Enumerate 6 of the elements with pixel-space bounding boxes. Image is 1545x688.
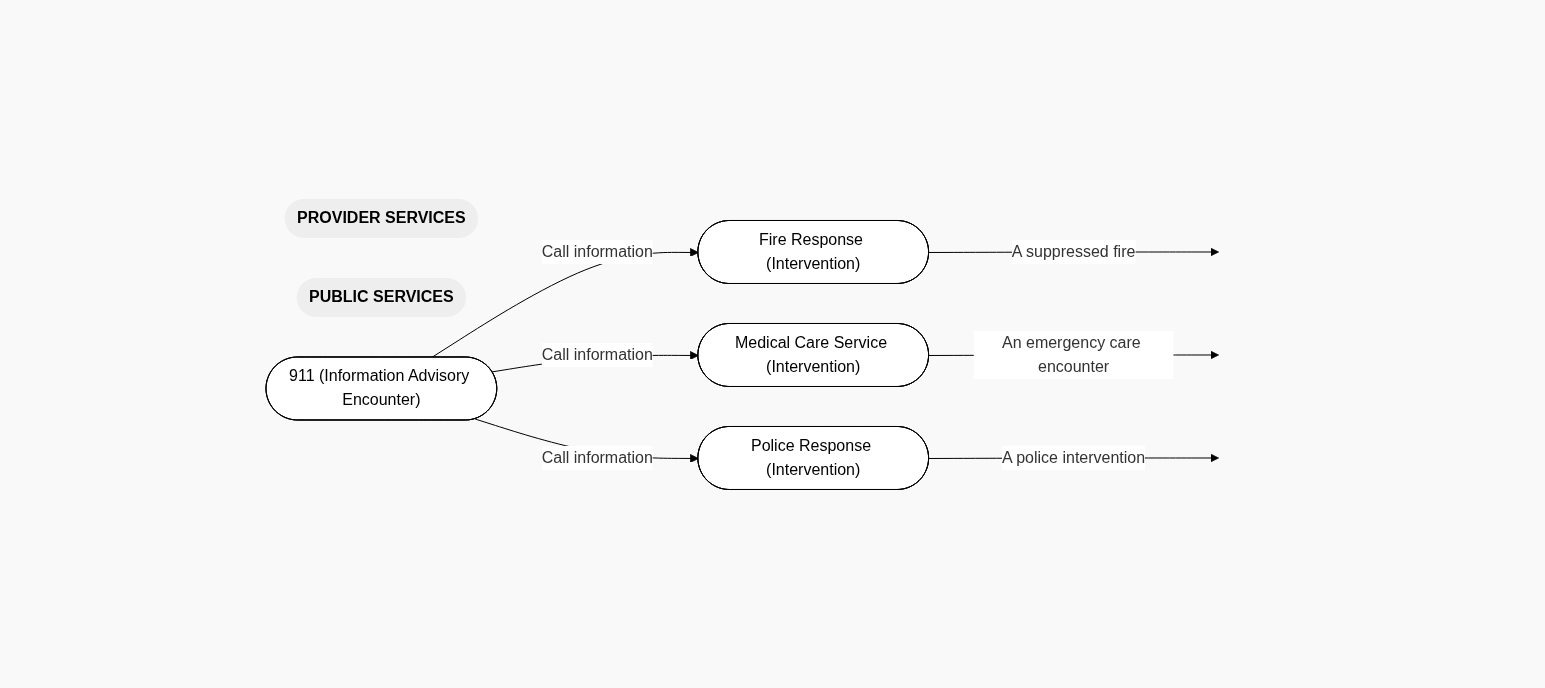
edge-label: Call information: [541, 448, 654, 466]
edge-label: A police intervention: [1002, 448, 1146, 466]
edge-label: An emergency care encounter: [1002, 333, 1141, 375]
edge-label: Call information: [541, 345, 654, 363]
edge-label: Call information: [541, 242, 654, 260]
edge-label: A suppressed fire: [1011, 242, 1136, 260]
